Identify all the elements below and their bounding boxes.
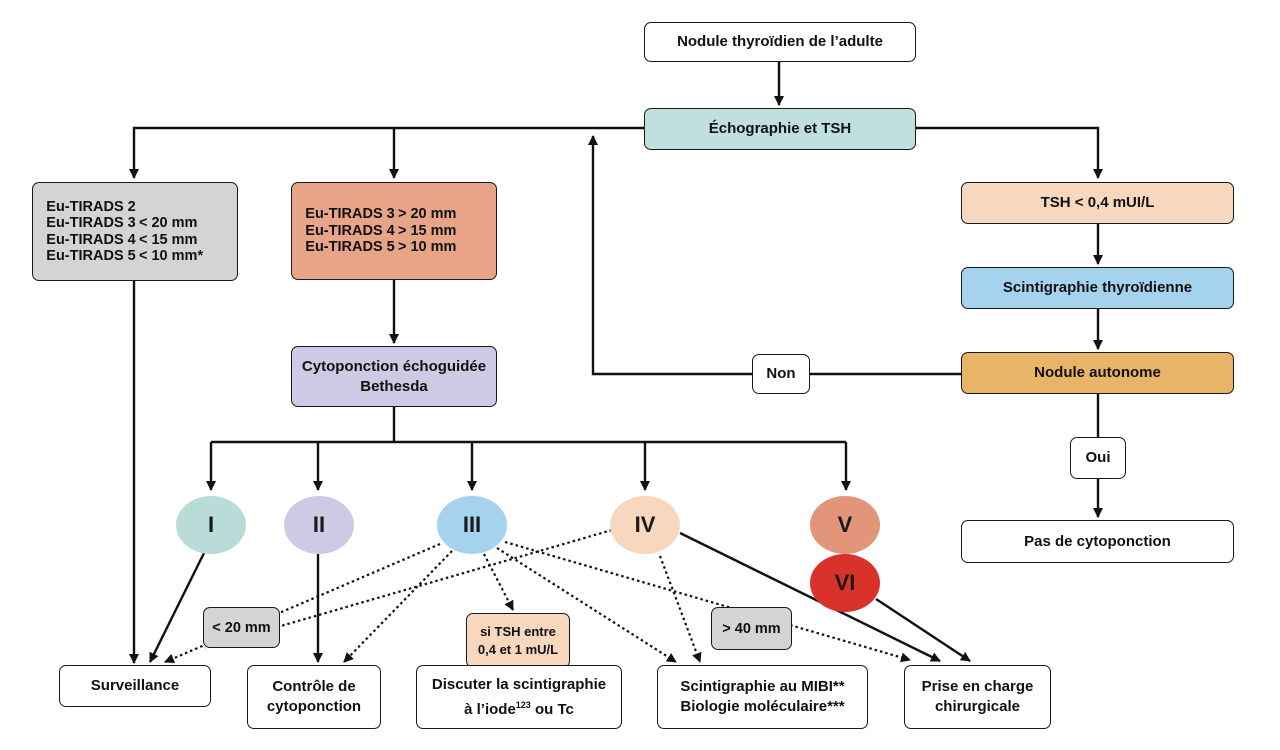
dotted-III-to-chirurgie <box>504 540 911 663</box>
arrow-IV-to-chirurgie <box>679 531 941 663</box>
box-nodule-adulte: Nodule thyroïdien de l’adulte <box>644 22 916 62</box>
tirads-row: Eu-TIRADS 4< 15 mm <box>46 231 198 248</box>
bethesda-oval-IV: IV <box>610 496 680 554</box>
box-echographie-tsh: Échographie et TSH <box>644 108 916 150</box>
tirads-row: Eu-TIRADS 3> 20 mm <box>305 206 457 223</box>
label-non: Non <box>752 354 810 394</box>
bethesda-oval-VI: VI <box>810 554 880 612</box>
dotted-III-to-mibi <box>496 547 677 663</box>
box-nodule-autonome: Nodule autonome <box>961 352 1234 394</box>
dotted-III-to-controle <box>343 550 453 663</box>
arrow-VI-to-chirurgie <box>875 597 971 663</box>
box-eu-tirads-low: Eu-TIRADS 2 Eu-TIRADS 3< 20 mm Eu-TIRADS… <box>32 182 238 281</box>
tag-less-than-20mm: < 20 mm <box>203 607 280 648</box>
bethesda-oval-V: V <box>810 496 880 554</box>
tirads-row: Eu-TIRADS 5< 10 mm* <box>46 248 204 264</box>
arrow-echo-to-tsh <box>916 126 1103 179</box>
tirads-row: Eu-TIRADS 4> 15 mm <box>305 222 457 239</box>
box-surveillance: Surveillance <box>59 665 211 707</box>
tirads-row: Eu-TIRADS 3< 20 mm <box>46 215 198 231</box>
tag-more-than-40mm: > 40 mm <box>711 607 792 650</box>
box-tsh-low: TSH < 0,4 mUI/L <box>961 182 1234 224</box>
bethesda-oval-II: II <box>284 496 354 554</box>
box-cytoponction: Cytoponction échoguidée Bethesda <box>291 346 497 407</box>
arrow-non-to-echo <box>588 135 752 376</box>
box-pas-de-cytoponction: Pas de cytoponction <box>961 520 1234 563</box>
label-oui: Oui <box>1070 437 1126 479</box>
box-mibi-biologie: Scintigraphie au MIBI** Biologie molécul… <box>657 665 868 729</box>
tag-si-tsh: si TSH entre 0,4 et 1 mU/L <box>466 613 570 668</box>
box-controle-cytoponction: Contrôle de cytoponction <box>247 665 381 729</box>
tirads-row: Eu-TIRADS 5> 10 mm <box>305 239 457 256</box>
box-prise-en-charge-chirurgicale: Prise en charge chirurgicale <box>904 665 1051 729</box>
dotted-III-to-si-tsh <box>483 553 514 611</box>
dotted-IV-to-mibi <box>658 555 702 663</box>
box-scintigraphie: Scintigraphie thyroïdienne <box>961 267 1234 309</box>
tirads-row: Eu-TIRADS 2 <box>46 198 136 215</box>
arrow-echo-to-grey <box>129 126 644 179</box>
arrow-I-to-surveillance <box>148 552 206 663</box>
bethesda-oval-III: III <box>437 496 507 554</box>
box-scintigraphie-iode: Discuter la scintigraphie à l’iode123 ou… <box>416 665 622 729</box>
bethesda-oval-I: I <box>176 496 246 554</box>
box-eu-tirads-high: Eu-TIRADS 3> 20 mm Eu-TIRADS 4> 15 mm Eu… <box>291 182 497 280</box>
